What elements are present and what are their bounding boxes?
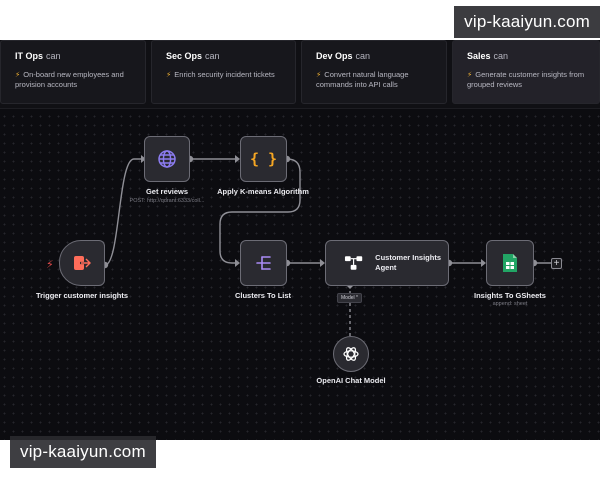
card-team: Sec Ops <box>166 51 203 61</box>
node-apply-kmeans[interactable]: { } <box>240 136 287 182</box>
split-icon <box>255 256 271 270</box>
code-braces-icon: { } <box>249 150 278 168</box>
model-connector-chip[interactable]: Model * <box>337 293 362 303</box>
node-label-clusters: Clusters To List <box>234 291 292 300</box>
card-desc: Enrich security incident tickets <box>174 70 275 79</box>
node-trigger-customer-insights[interactable] <box>59 240 105 286</box>
card-desc: On-board new employees and provision acc… <box>15 70 124 89</box>
card-team: Sales <box>467 51 491 61</box>
node-customer-insights-agent[interactable]: Customer Insights Agent <box>325 240 449 286</box>
bolt-icon: ⚡ <box>166 70 172 79</box>
node-sub-get-reviews: POST: http://qdrant:6333/coll... <box>129 198 205 204</box>
bolt-icon: ⚡ <box>15 70 21 79</box>
node-label-trigger: Trigger customer insights <box>35 291 129 300</box>
card-team: IT Ops <box>15 51 44 61</box>
openai-icon <box>343 347 359 361</box>
node-openai-chat-model[interactable] <box>333 336 369 372</box>
card-desc: Convert natural language commands into A… <box>316 70 409 89</box>
wire-kmeans-clusters <box>219 158 301 264</box>
node-sub-gsheets: append: sheet <box>492 301 528 307</box>
wire-trigger-get-reviews <box>104 158 141 266</box>
spreadsheet-icon <box>503 254 517 272</box>
watermark-top: vip-kaaiyun.com <box>454 6 600 38</box>
bolt-icon: ⚡ <box>316 70 322 79</box>
flow-icon <box>344 256 363 270</box>
card-desc: Generate customer insights from grouped … <box>467 70 585 89</box>
globe-icon <box>158 150 176 168</box>
bolt-icon: ⚡ <box>467 70 473 79</box>
trigger-bolt-icon: ⚡ <box>46 259 54 271</box>
card-team: Dev Ops <box>316 51 353 61</box>
node-label-agent: Customer Insights Agent <box>375 253 442 272</box>
node-clusters-to-list[interactable] <box>240 240 287 286</box>
node-insights-to-gsheets[interactable] <box>486 240 534 286</box>
watermark-bottom: vip-kaaiyun.com <box>10 436 156 468</box>
add-node-button[interactable]: + <box>551 258 562 269</box>
node-label-get-reviews: Get reviews <box>145 187 189 196</box>
node-label-openai: OpenAI Chat Model <box>316 376 386 385</box>
exit-icon <box>74 256 91 270</box>
node-label-gsheets: Insights To GSheets <box>474 291 546 300</box>
node-get-reviews[interactable] <box>144 136 190 182</box>
node-label-kmeans: Apply K-means Algorithm <box>217 187 309 196</box>
